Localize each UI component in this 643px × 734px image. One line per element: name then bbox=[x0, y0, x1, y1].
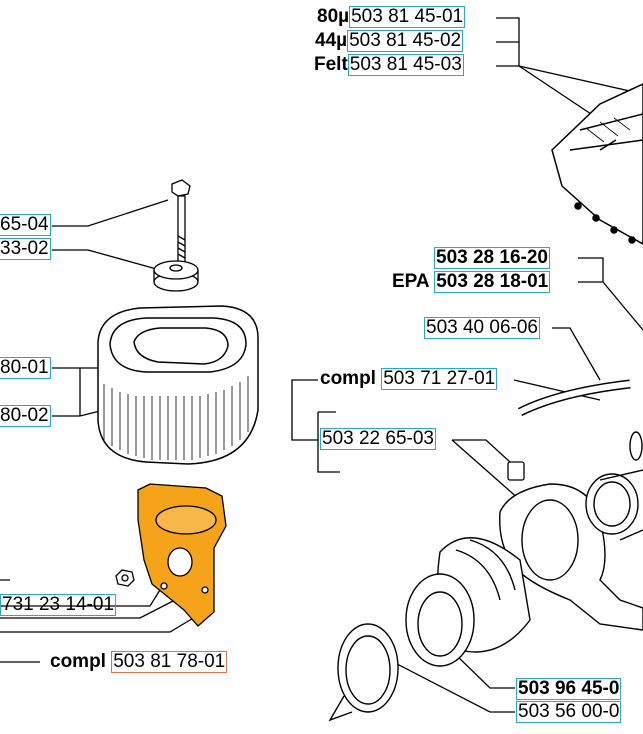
part-number-link[interactable]: 503 81 45-02 bbox=[347, 30, 464, 52]
intake-assembly-part bbox=[328, 431, 643, 722]
label-prefix: compl bbox=[320, 368, 376, 389]
part-number-link-selected[interactable]: 503 81 78-01 bbox=[111, 651, 228, 673]
label-screw: 65-04 bbox=[0, 214, 51, 236]
cover-part bbox=[551, 83, 643, 245]
leader-clamp bbox=[452, 439, 511, 463]
label-prefix: EPA bbox=[392, 271, 429, 292]
label-prefix: 80µ bbox=[317, 6, 350, 27]
knob-part bbox=[153, 260, 199, 292]
label-intake-bottom-2: 503 56 00-0 bbox=[516, 701, 622, 723]
label-hose: 503 40 06-06 bbox=[424, 317, 540, 339]
label-filter-bottom: 80-02 bbox=[0, 405, 51, 427]
part-number-link[interactable]: 503 96 45-0 bbox=[516, 678, 622, 700]
leader-filter bbox=[52, 367, 105, 417]
part-number-link[interactable]: 503 22 65-03 bbox=[320, 428, 436, 450]
label-intake-compl: compl 503 71 27-01 bbox=[320, 368, 498, 390]
leader-clamp-2 bbox=[451, 439, 521, 501]
label-gasket: 503 28 16-20 bbox=[434, 247, 550, 269]
leader-bracket-filters bbox=[496, 17, 520, 67]
leader-gasket bbox=[578, 257, 643, 331]
leader-intake-compl bbox=[291, 379, 340, 473]
part-number-link[interactable]: 503 81 45-01 bbox=[349, 6, 466, 28]
part-number-link[interactable]: 80-01 bbox=[0, 357, 51, 379]
part-number-link[interactable]: 503 71 27-01 bbox=[381, 368, 498, 390]
leader-screw bbox=[52, 199, 169, 227]
leader-knob bbox=[52, 249, 161, 271]
leader-hose bbox=[552, 327, 601, 381]
leader-intake-tail bbox=[513, 379, 601, 401]
leader-filters-to-cover bbox=[518, 65, 643, 121]
label-filter-top: 80-01 bbox=[0, 357, 51, 379]
part-number-link[interactable]: 731 23 14-01 bbox=[0, 594, 116, 616]
part-number-link[interactable]: 503 28 16-20 bbox=[434, 247, 550, 269]
part-number-link[interactable]: 503 40 06-06 bbox=[424, 317, 540, 339]
label-prefix: compl bbox=[50, 651, 106, 672]
filter-holder-part bbox=[137, 483, 227, 627]
leader-holder bbox=[0, 579, 211, 663]
clip-part bbox=[507, 461, 525, 481]
part-number-link[interactable]: 503 81 45-03 bbox=[347, 54, 464, 76]
screw-part bbox=[171, 179, 191, 263]
label-intake-bottom-1: 503 96 45-0 bbox=[516, 678, 622, 700]
part-number-link[interactable]: 33-02 bbox=[0, 238, 51, 260]
part-number-link[interactable]: 80-02 bbox=[0, 405, 51, 427]
air-filter-part bbox=[97, 305, 259, 465]
label-prefix: 44µ bbox=[315, 30, 348, 51]
label-nut: 731 23 14-01 bbox=[0, 594, 116, 616]
part-number-link[interactable]: 503 56 00-0 bbox=[516, 701, 622, 723]
label-clamp: 503 22 65-03 bbox=[320, 428, 436, 450]
label-knob: 33-02 bbox=[0, 238, 51, 260]
part-number-link[interactable]: 65-04 bbox=[0, 214, 51, 236]
label-gasket-epa: EPA 503 28 18-01 bbox=[392, 271, 551, 293]
label-holder-compl: compl 503 81 78-01 bbox=[50, 651, 228, 673]
nut-part bbox=[115, 569, 135, 587]
label-prefix: Felt bbox=[314, 54, 348, 75]
part-number-link[interactable]: 503 28 18-01 bbox=[434, 271, 551, 293]
